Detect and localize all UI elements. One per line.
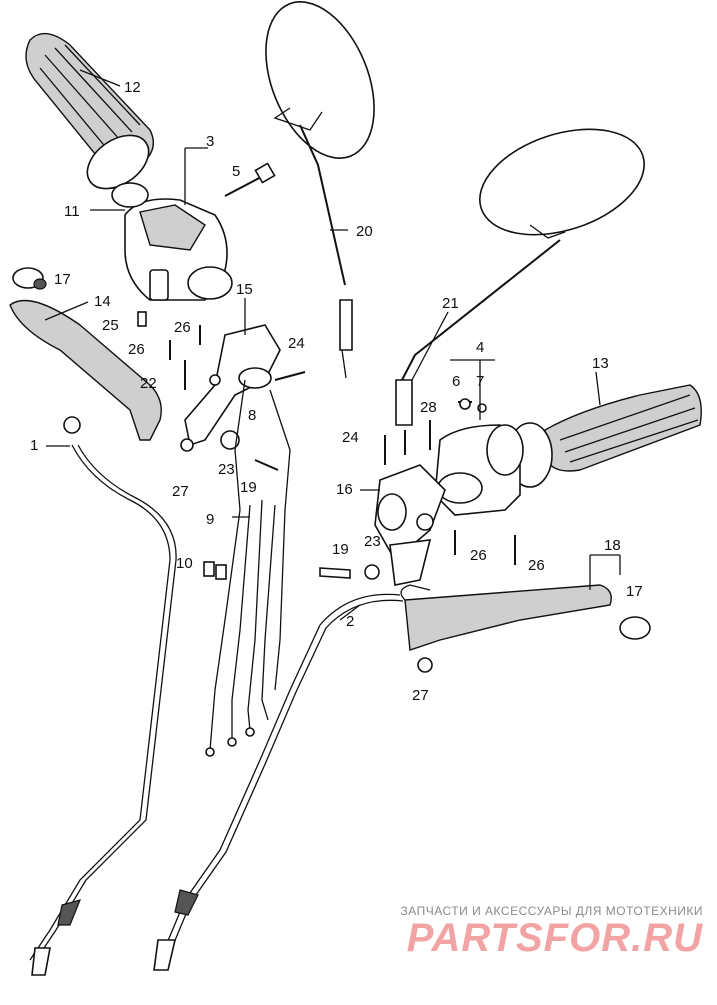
callout-15: 15 [236, 281, 253, 298]
left-mirror [265, 1, 375, 379]
callout-19-right: 19 [332, 541, 349, 558]
site-watermark: ЗАПЧАСТИ И АКСЕССУАРЫ ДЛЯ МОТОТЕХНИКИ PA… [401, 904, 703, 960]
bolt-5 [224, 162, 276, 197]
callout-10: 10 [176, 555, 193, 572]
leader-lines [44, 69, 621, 621]
right-holder [374, 464, 446, 586]
callout-13: 13 [592, 355, 609, 372]
clip-10 [203, 561, 227, 580]
left-switch-housing [111, 182, 233, 301]
callout-23-left: 23 [218, 461, 235, 478]
callout-24-left: 24 [288, 335, 305, 352]
callout-26-c: 26 [470, 547, 487, 564]
callout-2: 2 [346, 613, 354, 630]
callout-26-d: 26 [528, 557, 545, 574]
callout-labels: 12 3 5 11 20 17 14 15 25 26 26 24 22 8 1… [30, 79, 643, 704]
callout-27-left: 27 [172, 483, 189, 500]
callout-16: 16 [336, 481, 353, 498]
callout-22: 22 [140, 375, 157, 392]
callout-11: 11 [64, 203, 80, 220]
wire-harness [205, 379, 291, 757]
right-grip [507, 384, 702, 488]
right-switch-housing [434, 424, 524, 516]
callout-23-right: 23 [364, 533, 381, 550]
left-grip [25, 32, 154, 190]
callout-17-right: 17 [626, 583, 643, 600]
right-mirror [395, 128, 645, 426]
left-screws [137, 311, 306, 471]
callout-26-b: 26 [128, 341, 145, 358]
right-lever [400, 584, 651, 651]
callout-4: 4 [476, 339, 484, 356]
callout-1: 1 [30, 437, 38, 454]
callout-20: 20 [356, 223, 373, 240]
callout-5: 5 [232, 163, 240, 180]
callout-25: 25 [102, 317, 119, 334]
callout-28: 28 [420, 399, 437, 416]
callout-9: 9 [206, 511, 214, 528]
callout-26-a: 26 [174, 319, 191, 336]
clutch-cable [29, 416, 177, 976]
callout-3: 3 [206, 133, 214, 150]
right-screws [319, 398, 516, 673]
callout-12: 12 [124, 79, 141, 96]
left-lever [9, 267, 162, 441]
brake-cable [153, 593, 404, 971]
callout-21: 21 [442, 295, 459, 312]
callout-8: 8 [248, 407, 256, 424]
watermark-logo: PARTSFOR.RU [406, 916, 703, 960]
callout-17-left: 17 [54, 271, 71, 288]
callout-19-left: 19 [240, 479, 257, 496]
callout-18: 18 [604, 537, 621, 554]
callout-24-right: 24 [342, 429, 359, 446]
callout-7: 7 [476, 373, 484, 390]
callout-6: 6 [452, 373, 460, 390]
watermark-tagline: ЗАПЧАСТИ И АКСЕССУАРЫ ДЛЯ МОТОТЕХНИКИ [400, 904, 703, 918]
callout-14: 14 [94, 293, 111, 310]
callout-27-right: 27 [412, 687, 429, 704]
